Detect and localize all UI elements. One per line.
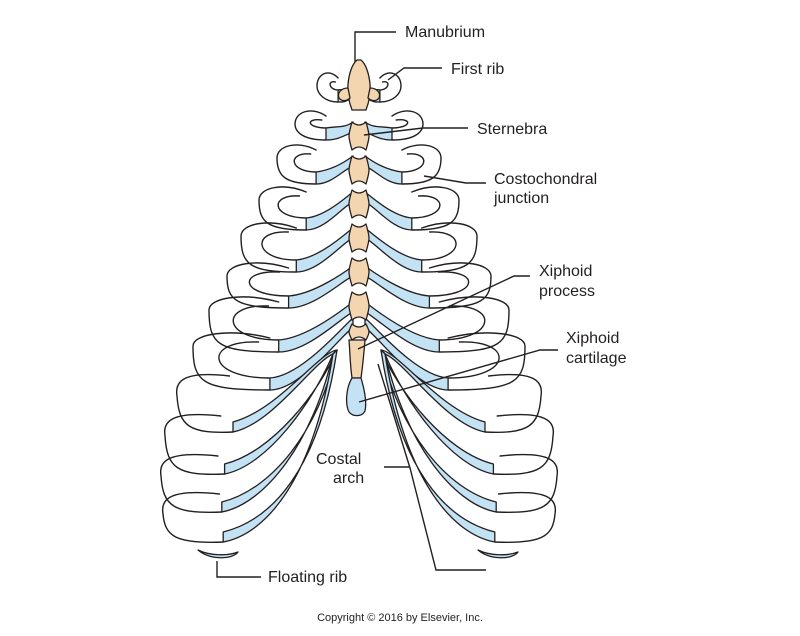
label-costochondral-line1: Costochondral [494,171,597,188]
rib-cartilage [380,349,496,543]
rib-bone [391,110,424,141]
sternebra-2 [348,155,370,185]
label-floating-rib: Floating rib [268,569,347,586]
rib-cartilage [315,155,354,185]
rib-cartilage [305,191,354,231]
label-costal-arch-line1: Costal [316,451,361,468]
rib-cartilage [364,301,440,353]
floating-rib-r [477,549,519,559]
label-costochondral-line2: junction [493,190,549,207]
label-first-rib: First rib [451,61,504,78]
rib-bone [484,374,543,433]
rib-bone [163,414,226,475]
rib-bone [438,296,510,353]
rib-bone [447,332,526,391]
label-costal-arch-line2: arch [333,470,364,487]
rib-bone [161,491,224,543]
sternebrae [348,121,370,341]
rib-bone [240,222,297,273]
label-xiphoid-cartilage-line2: cartilage [566,350,627,367]
sternebra-7 [348,323,370,341]
rib-bone [159,453,223,513]
rib-l-3 [276,144,354,185]
sternebra-leader [363,127,468,136]
ribs [159,72,559,559]
rib-r-3 [364,144,442,185]
rib-bone [421,222,478,273]
caudal-rib-l-3 [159,349,338,513]
rib-cartilage [222,349,338,543]
rib-bone [276,144,317,185]
copyright-notice: Copyright © 2016 by Elsevier, Inc. [317,612,483,624]
floating-rib-l [197,549,239,559]
xiphoid-process [348,339,366,379]
rib-bone [294,110,327,141]
first-rib-leader [387,67,442,81]
rib-bone [258,186,307,231]
rib-bone [411,186,460,231]
rib-bone [175,374,234,433]
sternebra-1 [348,121,370,151]
rib-bone [492,414,555,475]
rib-r-2 [364,110,424,141]
costal-arch-leader-right [377,363,486,571]
rib-r-6 [364,262,492,309]
first-rib-head-right [367,87,381,102]
rib-l-6 [226,262,354,309]
caudal-rib-r-3 [380,349,559,513]
rib-cartilage [278,301,354,353]
rib-bone [401,144,442,185]
labels: Manubrium First rib Sternebra Costochond… [268,24,627,624]
rib-bone [494,491,557,543]
caudal-rib-r-4 [380,349,557,543]
first-rib-head-left [337,87,351,102]
xiphoid-cartilage [345,377,367,417]
label-xiphoid-cartilage-line1: Xiphoid [566,330,619,347]
rib-bone [208,296,280,353]
rib-cartilage [295,227,354,273]
rib-bone [226,262,290,309]
rib-bone [192,332,271,391]
label-manubrium: Manubrium [405,24,485,41]
label-sternebra: Sternebra [477,121,547,138]
sternebra-5 [348,257,370,287]
costochondral-leader [423,175,486,184]
rib-l-2 [294,110,354,141]
sternebra-6 [348,291,370,321]
rib-cartilage [364,227,423,273]
caudal-rib-l-4 [161,349,338,543]
rib-bone [495,453,559,513]
leader-lines [216,31,558,578]
rib-cartilage [364,155,403,185]
label-xiphoid-process-line2: process [539,283,595,300]
label-xiphoid-process-line1: Xiphoid [539,263,592,280]
sternebra-3 [348,189,370,219]
rib-bone [316,72,339,103]
xiphoid-process-leader [357,275,530,350]
floating-rib-leader [216,561,261,578]
sternebra-4 [348,223,370,253]
sternum [337,59,381,417]
rib-cartilage [364,191,413,231]
manubrium-leader [354,31,396,62]
rib-bone [428,262,492,309]
manubrium [347,59,371,111]
rib-bone [379,72,402,103]
xiphoid-cartilage-leader [358,349,558,403]
